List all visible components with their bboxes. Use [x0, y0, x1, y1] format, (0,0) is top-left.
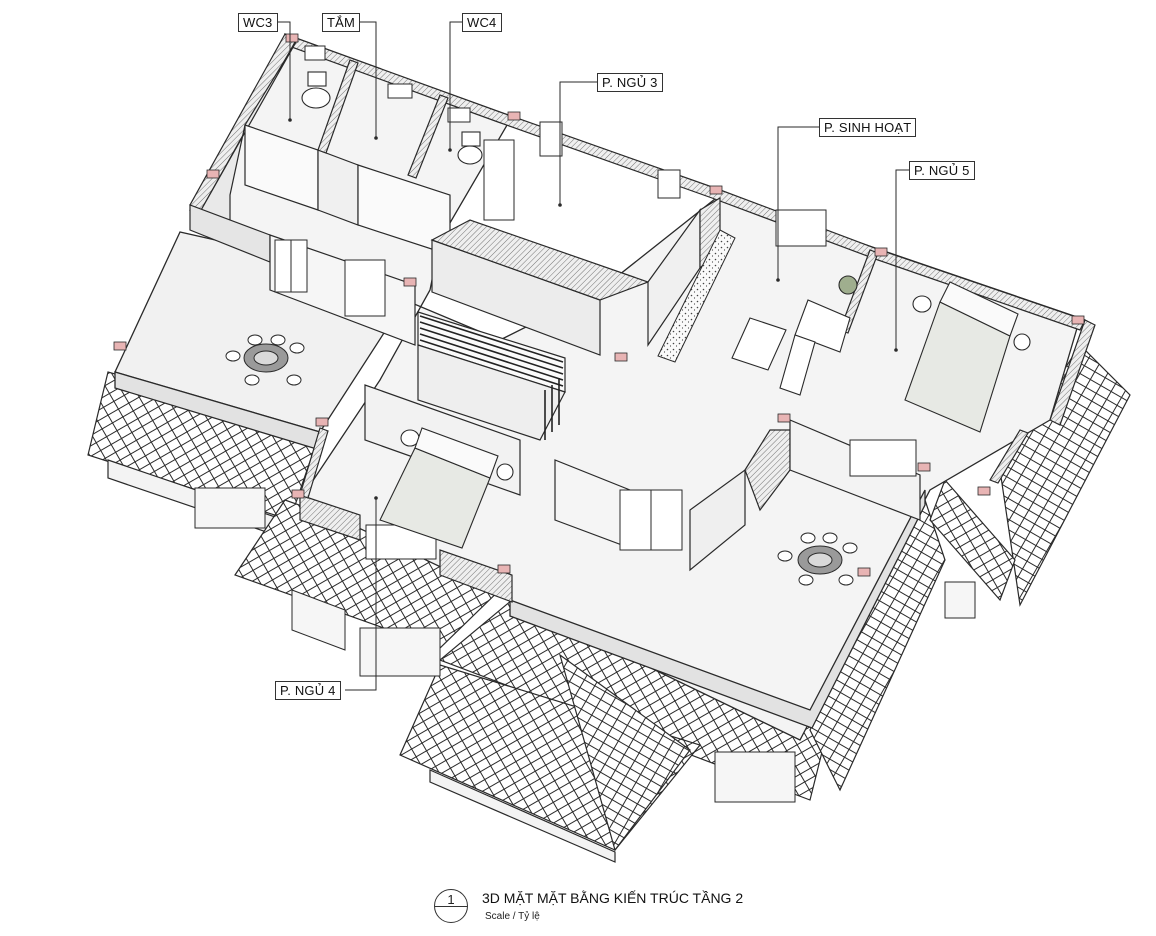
room-label-bedroom-5: P. NGỦ 5	[909, 161, 975, 180]
beds	[379, 281, 1019, 549]
lower-facade	[194, 487, 976, 803]
leader-lines	[278, 21, 910, 691]
patio-set-right	[777, 532, 858, 586]
view-number-symbol: 1	[434, 889, 468, 923]
leader-dots	[288, 118, 898, 500]
living-furniture	[731, 275, 858, 396]
room-label-bedroom-4: P. NGỦ 4	[275, 681, 341, 700]
patio-set-left	[225, 334, 305, 386]
column-caps	[113, 33, 1085, 577]
roof-eaves	[87, 344, 1131, 863]
room-label-bedroom-3: P. NGỦ 3	[597, 73, 663, 92]
doors-windows	[274, 45, 917, 560]
room-label-wc3: WC3	[238, 13, 278, 32]
planter-strip	[657, 229, 736, 363]
drawing-scale: Scale / Tỷ lệ	[485, 911, 540, 922]
stair-railing	[419, 315, 564, 440]
room-label-tam: TẮM	[322, 13, 361, 32]
fixtures	[301, 71, 1031, 481]
drawing-title: 3D MẶT MẶT BẰNG KIẾN TRÚC TẦNG 2	[482, 890, 744, 906]
room-label-wc4: WC4	[462, 13, 502, 32]
view-number: 1	[447, 892, 455, 907]
room-label-living-room: P. SINH HOẠT	[819, 118, 917, 137]
